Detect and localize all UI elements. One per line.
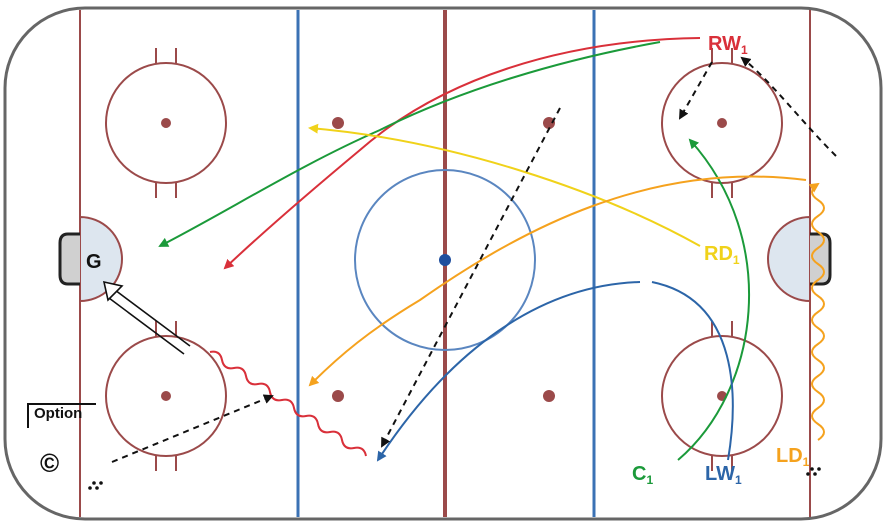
neutral-dot-top-left	[332, 117, 344, 129]
right-goal-crease	[767, 215, 811, 303]
option-bracket	[27, 403, 96, 428]
lw-skate-path-curl	[651, 281, 734, 461]
neutral-dot-top-right	[543, 117, 555, 129]
lw-label: LW1	[705, 463, 742, 487]
goalie-label: G	[86, 251, 102, 273]
left-goal-net	[58, 232, 80, 286]
rw-label: RW1	[708, 33, 748, 57]
puck-dots-icon-right	[806, 467, 821, 476]
pass-ld-to-rw	[740, 56, 837, 157]
option-label: Option	[34, 405, 82, 422]
ld-skate-path	[308, 175, 807, 387]
faceoff-circle-top-right	[661, 48, 783, 198]
right-goal-net	[810, 232, 832, 286]
puck-dots-icon	[88, 481, 103, 490]
copyright-circle-icon: ©	[40, 448, 59, 478]
c-skate-path-to-slot	[158, 41, 661, 247]
pass-coach-to-rw	[111, 394, 274, 463]
left-goal-crease	[79, 215, 123, 303]
neutral-dot-bottom-right	[543, 390, 555, 402]
ld-label: LD1	[776, 445, 810, 469]
rd-skate-path	[308, 123, 701, 247]
faceoff-circle-bottom-left	[105, 321, 227, 471]
rd-label: RD1	[704, 243, 740, 267]
lw-skate-path-to-slot	[376, 281, 641, 462]
center-faceoff-dot	[439, 254, 451, 266]
rw-skate-path	[223, 37, 701, 270]
c-skate-path-curl	[677, 138, 751, 461]
shot-arrow	[102, 280, 191, 355]
pass-long-diagonal	[381, 107, 561, 448]
faceoff-circle-top-left	[105, 48, 227, 198]
center-circle	[354, 169, 536, 351]
c-label: C1	[632, 463, 653, 487]
ld-wavy-path	[808, 182, 825, 441]
rw-wavy-path	[209, 350, 367, 457]
neutral-dot-bottom-left	[332, 390, 344, 402]
